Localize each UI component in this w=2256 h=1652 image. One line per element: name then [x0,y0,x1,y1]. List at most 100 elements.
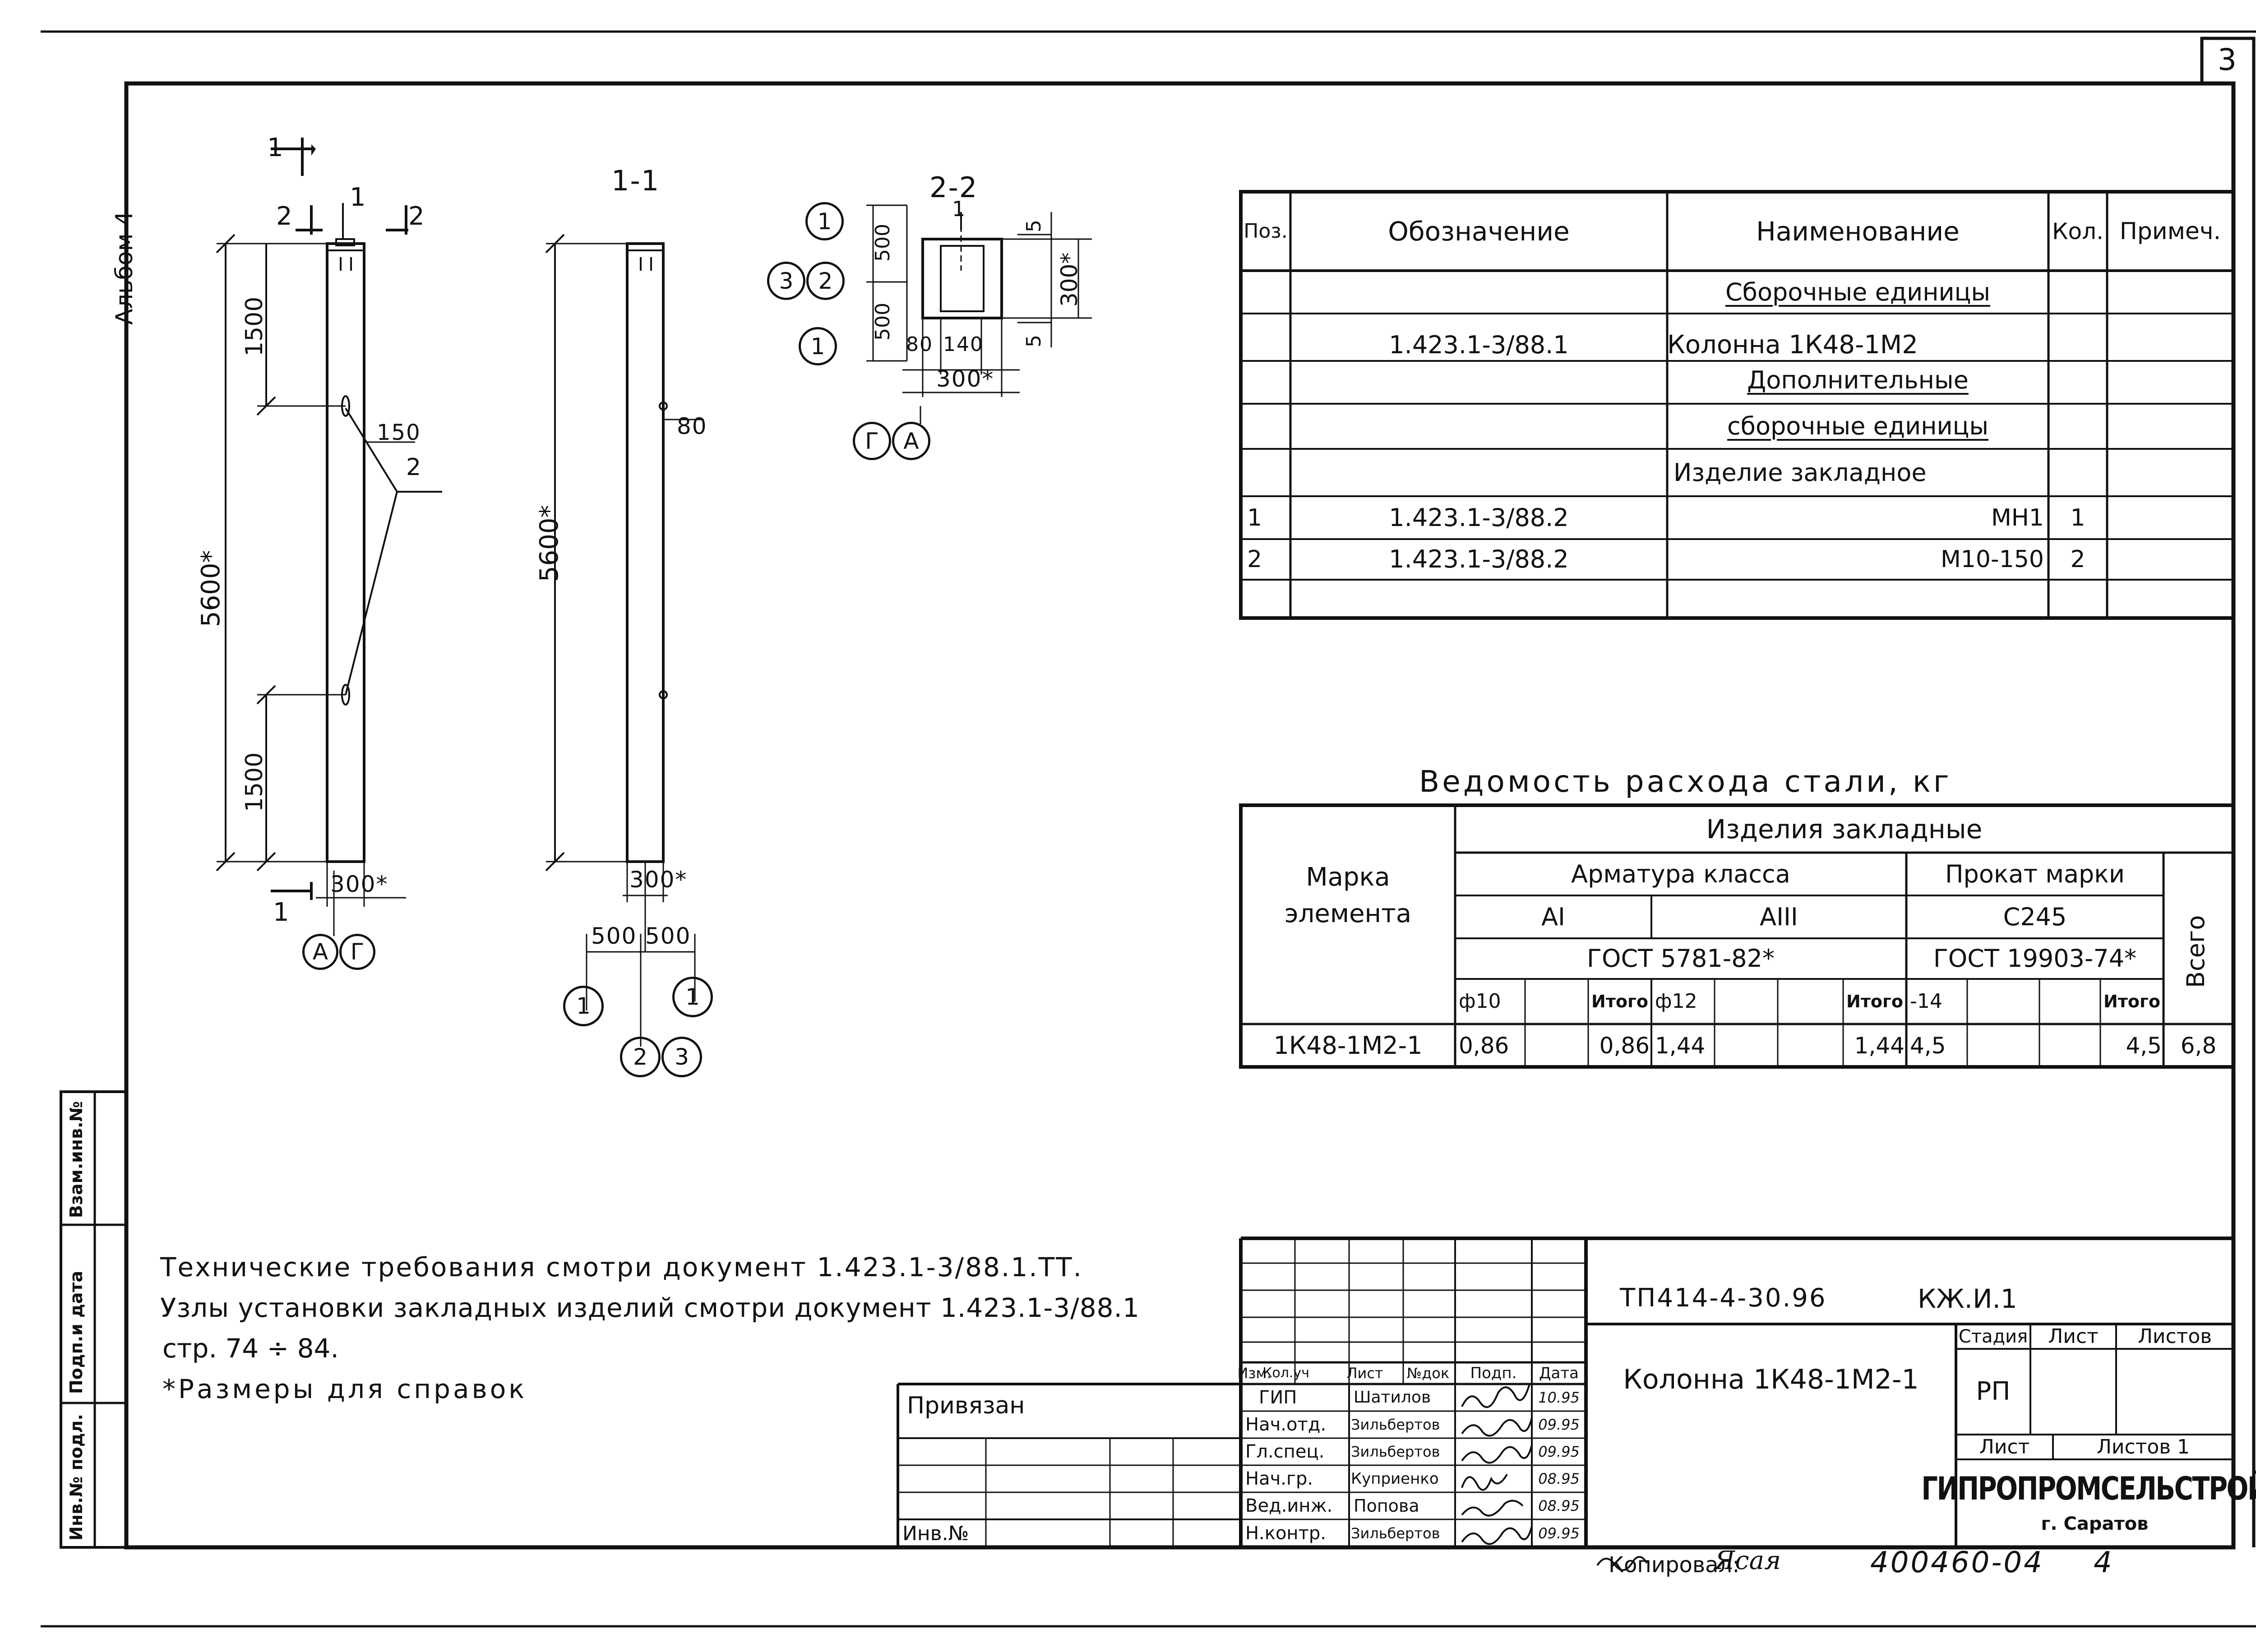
spec-row-name: Колонна 1К48-1М2 [1667,330,1918,360]
steel-h-col: ф10 [1459,990,1501,1013]
signer-role: Н.контр. [1245,1523,1326,1544]
signer-date: 09.95 [1538,1443,1580,1460]
org-city: г. Саратов [2041,1513,2149,1534]
col2-dim-width: 300* [629,867,688,893]
steel-row-value: 4,5 [2126,1032,2162,1059]
col2-dim-right: 500 [645,923,691,949]
col1-mark-1-mid: 1 [350,183,367,212]
col1-section-mark-top: 1 [267,133,284,162]
copied-label: Копировал: [1609,1552,1740,1578]
spec-row-pos: 1 [1247,504,1262,531]
signer-role: Нач.отд. [1245,1414,1327,1435]
footer-page: 4 [2094,1546,2112,1579]
steel-row-mark: 1К48-1М2-1 [1273,1031,1423,1060]
spec-header-note: Примеч. [2119,217,2221,245]
signer-name: Зильбертов [1351,1416,1440,1433]
spec-row-name: Сборочные единицы [1725,277,1991,306]
section-dim-5a: 5 [1022,220,1045,232]
signer-date: 08.95 [1538,1470,1580,1487]
signer-role: Вед.инж. [1245,1495,1333,1516]
steel-h-col: Итого [1846,992,1903,1011]
col1-leader-label: 2 [406,454,422,481]
section-title: 2-2 [929,171,978,204]
project-code: ТП414-4-30.96 [1620,1283,1827,1313]
spec-row-name: сборочные единицы [1727,412,1989,440]
steel-h-ai: АI [1541,902,1565,931]
spec-row-name: Дополнительные [1747,365,1969,394]
spec-row-designation: 1.423.1-3/88.2 [1389,545,1569,573]
col1-dim-side: 150 [377,420,421,445]
sheet-header: Лист [2048,1324,2099,1348]
stamp-vzam-inv: Взам.инв.№ [66,1101,86,1218]
steel-h-rolled: Прокат марки [1945,859,2125,888]
signer-name: Куприенко [1351,1470,1439,1488]
signer-name: Шатилов [1354,1388,1431,1407]
signer-name: Зильбертов [1351,1525,1440,1542]
col2-title: 1-1 [611,164,660,197]
sign-header: №док [1406,1365,1450,1382]
sheets-label: Листов 1 [2096,1435,2190,1458]
spec-header-name: Наименование [1756,216,1960,247]
note-line-1: Технические требования смотри документ 1… [160,1252,1083,1283]
steel-table-title: Ведомость расхода стали, кг [1419,764,1952,799]
col2-dim-left: 500 [591,923,637,949]
steel-row-value: 4,5 [1910,1032,1946,1059]
stamp-inv-podl: Инв.№ подл. [66,1414,86,1541]
drawing-mark: КЖ.И.1 [1918,1283,2017,1314]
steel-row-value: 0,86 [1599,1032,1650,1059]
section-dim-500b: 500 [871,303,894,341]
col1-dim-width: 300* [330,871,388,897]
sign-header: Изм. [1237,1365,1271,1382]
steel-h-rebar: Арматура класса [1571,859,1790,888]
doc-number: 400460-04 [1870,1546,2044,1579]
inv-no-label: Инв.№ [902,1522,969,1545]
signer-date: 08.95 [1538,1497,1580,1514]
note-line-2: Узлы установки закладных изделий смотри … [160,1292,1140,1323]
spec-row-designation: 1.423.1-3/88.1 [1389,331,1569,359]
steel-h-gost2: ГОСТ 19903-74* [1933,944,2137,973]
copied-sign: Ясая [1715,1546,1781,1575]
privyazan-label: Привязан [907,1392,1025,1419]
section-dim-80: 80 [906,333,933,356]
note-line-3: стр. 74 ÷ 84. [162,1333,339,1364]
col2-callout-1-right: 1 [672,977,713,1017]
spec-row-name: М10-150 [1940,546,2044,573]
sheet-label: Лист [1979,1435,2030,1458]
spec-row-qty: 2 [2070,546,2085,573]
steel-h-total: Всего [2182,915,2210,988]
steel-h-col: ф12 [1655,990,1697,1013]
col1-dim-bottom: 1500 [241,752,268,812]
axis-g-col1: Г [339,934,375,970]
col2-dim-side: 80 [677,413,707,439]
steel-h-col: Итого [2103,992,2160,1011]
spec-header-pos: Поз. [1244,219,1288,243]
stage-value: РП [1976,1377,2011,1406]
sign-header: Лист [1346,1365,1383,1382]
col1-dim-total: 5600* [196,550,226,627]
sign-header: Кол.уч [1262,1365,1309,1381]
spec-row-designation: 1.423.1-3/88.2 [1389,503,1569,532]
section-dim-300: 300* [936,366,994,392]
steel-row-total: 6,8 [2180,1032,2217,1059]
org-logo: ГИПРОПРОМСЕЛЬСТРОЙ [1921,1470,2256,1507]
section-callout-3: 3 [767,262,805,300]
note-line-4: *Размеры для справок [162,1374,527,1404]
signer-date: 09.95 [1538,1416,1580,1433]
stamp-podp-data: Подп.и дата [66,1270,86,1394]
steel-h-col: -14 [1910,990,1942,1013]
steel-h-mark: Марка элемента [1284,862,1412,928]
section-dim-140: 140 [943,333,984,356]
section-dim-300v: 300* [1056,252,1082,307]
signer-date: 09.95 [1538,1525,1580,1542]
signer-name: Зильбертов [1351,1443,1440,1460]
sheet-number: 3 [2218,42,2237,77]
section-dim-5b: 5 [1022,335,1045,347]
axis-g-section: Г [853,422,891,460]
signer-role: Гл.спец. [1245,1441,1325,1462]
col1-dim-top: 1500 [241,296,268,356]
col1-section-mark-bottom: 1 [273,898,290,927]
axis-a-col1: А [302,934,338,970]
signer-name: Попова [1354,1496,1419,1516]
section-callout-2: 2 [806,262,845,300]
